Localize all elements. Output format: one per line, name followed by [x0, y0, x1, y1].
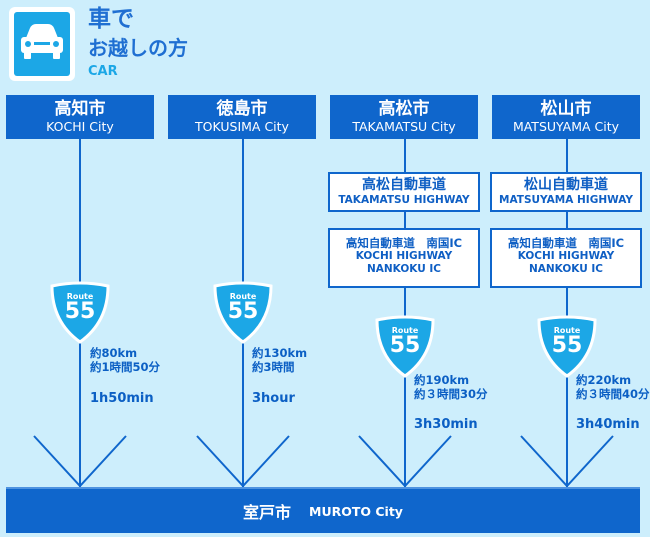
origin-box-tokushima: 徳島市 TOKUSIMA City [168, 95, 316, 139]
highway-name-jp: 高松自動車道 [362, 177, 446, 193]
origin-name-jp: 徳島市 [216, 99, 268, 119]
interchange-name-jp: 高知自動車道 南国IC [507, 236, 625, 250]
origin-name-en: MATSUYAMA City [512, 119, 620, 134]
route-sign-takamatsu: Route 55 [376, 326, 434, 357]
route-label: Route [229, 292, 257, 301]
highway-name-en: MATSUYAMA HIGHWAY [499, 194, 633, 206]
highway-name-jp: 松山自動車道 [524, 177, 608, 193]
route-number: 55 [64, 299, 96, 324]
interchange-name-jp: 高知自動車道 南国IC [345, 236, 463, 250]
page-title: 車で [88, 6, 134, 32]
destination-name-en: MUROTO City [309, 503, 403, 519]
route-number: 55 [551, 333, 583, 358]
destination-name-jp: 室戸市 [243, 503, 292, 522]
interchange-box-takamatsu: 高知自動車道 南国IC KOCHI HIGHWAY NANKOKU IC [328, 228, 480, 288]
distance-tokushima: 約130km [252, 346, 308, 360]
duration-tokushima: 約3時間 [252, 360, 295, 374]
duration-takamatsu: 約３時間30分 [414, 387, 488, 401]
origin-name-en: TAKAMATSU City [352, 119, 456, 134]
arrow-v-takamatsu [358, 435, 452, 488]
time-en-tokushima: 3hour [252, 391, 295, 406]
interchange-name-en: NANKOKU IC [528, 263, 604, 275]
distance-matsuyama: 約220km [576, 373, 632, 387]
interchange-highway-en: KOCHI HIGHWAY [355, 250, 453, 262]
route-number: 55 [389, 333, 421, 358]
origin-name-en: KOCHI City [46, 119, 114, 134]
origin-box-matsuyama: 松山市 MATSUYAMA City [492, 95, 640, 139]
origin-box-kochi: 高知市 KOCHI City [6, 95, 154, 139]
highway-box-matsuyama: 松山自動車道 MATSUYAMA HIGHWAY [490, 172, 642, 212]
distance-kochi: 約80km [90, 346, 138, 360]
route-number: 55 [227, 299, 259, 324]
time-en-takamatsu: 3h30min [414, 417, 478, 432]
duration-matsuyama: 約３時間40分 [576, 387, 650, 401]
interchange-name-en: NANKOKU IC [366, 263, 442, 275]
time-en-kochi: 1h50min [90, 391, 154, 406]
arrow-v-matsuyama [520, 435, 614, 488]
route-sign-tokushima: Route 55 [214, 292, 272, 323]
origin-name-en: TOKUSIMA City [195, 119, 289, 134]
duration-kochi: 約1時間50分 [90, 360, 161, 374]
page-title-en: CAR [88, 64, 118, 79]
origin-name-jp: 高松市 [378, 99, 430, 119]
route-label: Route [553, 326, 581, 335]
route-shield-kochi [50, 281, 110, 344]
route-shield-matsuyama [537, 315, 597, 378]
distance-takamatsu: 約190km [414, 373, 470, 387]
highway-name-en: TAKAMATSU HIGHWAY [338, 194, 470, 206]
route-sign-kochi: Route 55 [51, 292, 109, 323]
route-shield-tokushima [213, 281, 273, 344]
arrow-v-kochi [33, 435, 127, 488]
origin-name-jp: 松山市 [540, 99, 592, 119]
route-sign-matsuyama: Route 55 [538, 326, 596, 357]
interchange-box-matsuyama: 高知自動車道 南国IC KOCHI HIGHWAY NANKOKU IC [490, 228, 642, 288]
route-label: Route [66, 292, 94, 301]
car-icon [9, 7, 75, 81]
destination-bar: 室戸市 MUROTO City [6, 487, 640, 533]
arrow-v-tokushima [196, 435, 290, 488]
origin-box-takamatsu: 高松市 TAKAMATSU City [330, 95, 478, 139]
route-shield-takamatsu [375, 315, 435, 378]
origin-name-jp: 高知市 [54, 99, 106, 119]
highway-box-takamatsu: 高松自動車道 TAKAMATSU HIGHWAY [328, 172, 480, 212]
page-subtitle: お越しの方 [88, 36, 188, 60]
time-en-matsuyama: 3h40min [576, 417, 640, 432]
interchange-highway-en: KOCHI HIGHWAY [517, 250, 615, 262]
route-label: Route [391, 326, 419, 335]
